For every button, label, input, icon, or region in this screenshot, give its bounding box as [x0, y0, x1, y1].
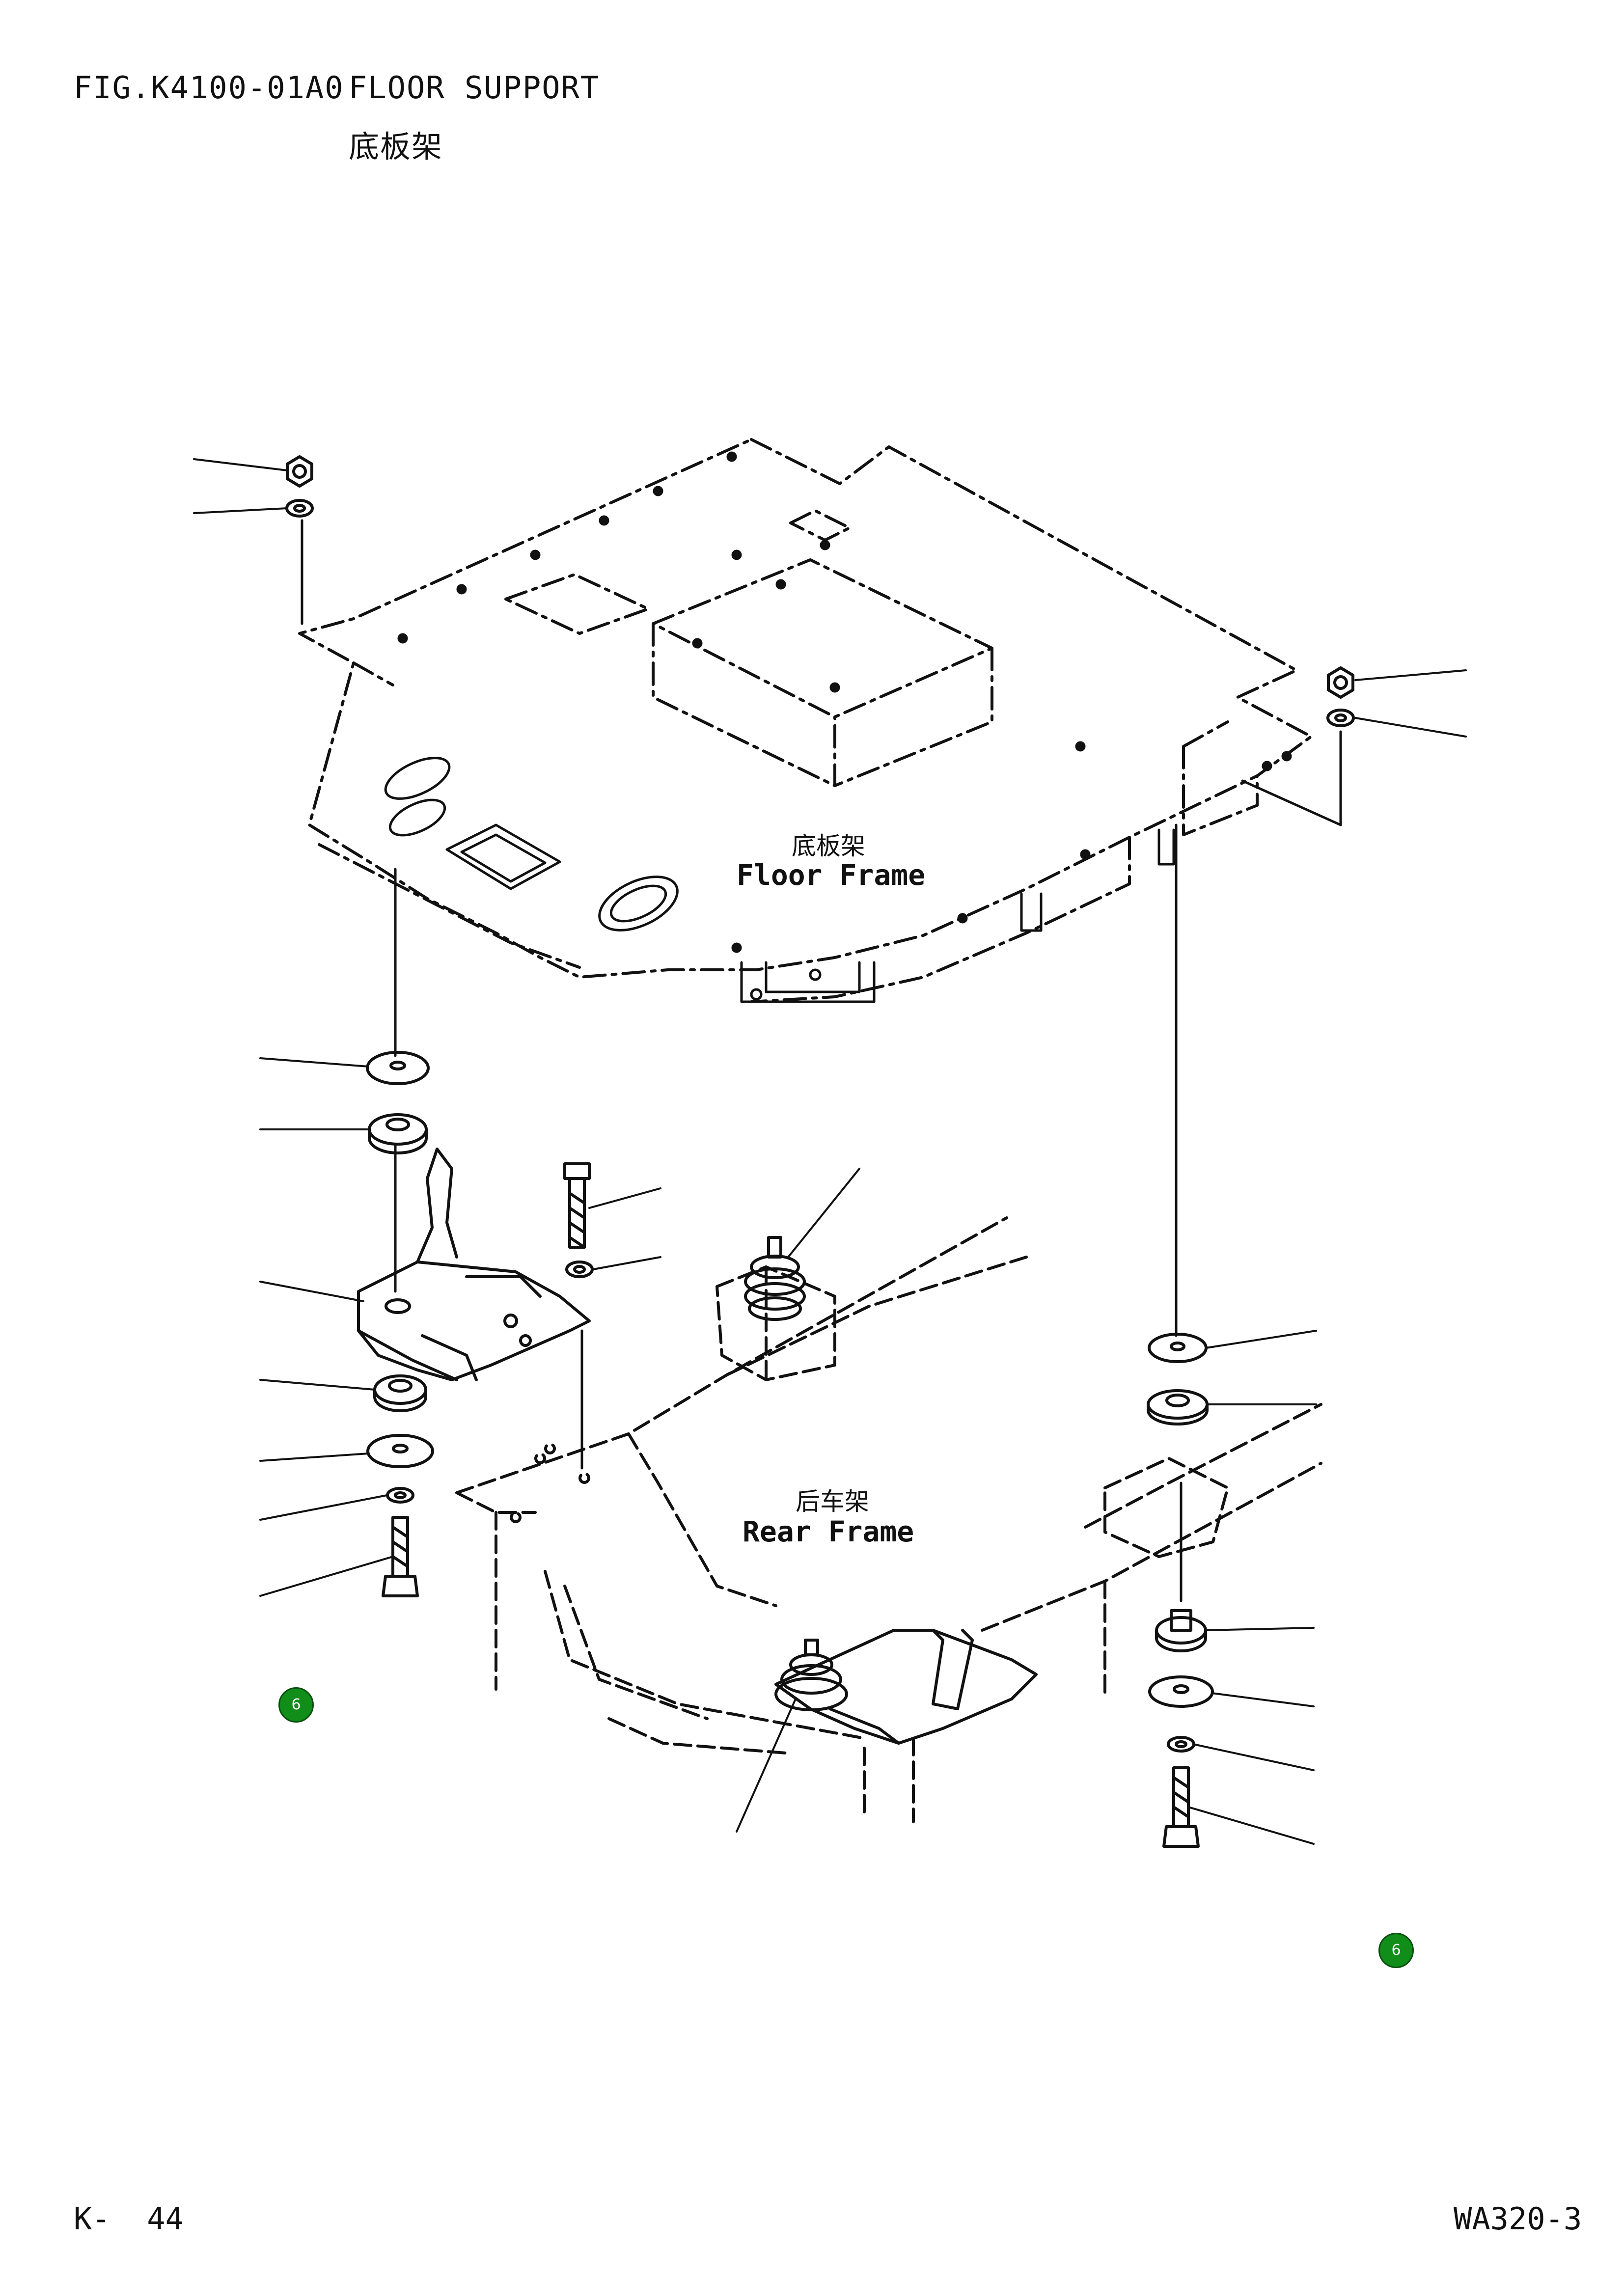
- rubber-mount-bottom-center: [774, 1639, 848, 1711]
- part-marker-2[interactable]: 6: [1378, 1933, 1414, 1968]
- page-number: K- 44: [74, 2201, 184, 2237]
- washer-left-1: [366, 1051, 430, 1085]
- rear-frame-label: Rear Frame: [743, 1515, 914, 1548]
- figure-title-cn: 底板架: [349, 129, 443, 164]
- bracket-bottom-center: [774, 1629, 1038, 1745]
- bolt-lower-left: [382, 1516, 419, 1597]
- cushion-washer-left: [368, 1113, 428, 1154]
- model-number: WA320-3: [1454, 2201, 1582, 2237]
- figure-title: FLOOR SUPPORT: [349, 70, 600, 106]
- rear-frame-drawing: [455, 1216, 1322, 1823]
- washer-right-lower: [1148, 1675, 1214, 1708]
- washer-lower-left: [366, 1434, 434, 1468]
- bolt-right-lower: [1162, 1766, 1200, 1848]
- bracket-left: [357, 1148, 591, 1381]
- rear-frame-label-cn: 后车架: [796, 1487, 869, 1516]
- washer-right-1: [1148, 1333, 1208, 1363]
- assembly-center-lines: [301, 519, 1342, 1602]
- leader-lines: [193, 458, 1467, 1845]
- spring-washer-right-lower: [1167, 1736, 1195, 1753]
- rubber-mount-center: [744, 1236, 806, 1321]
- spring-washer-lower-left: [386, 1487, 414, 1504]
- floor-frame-label-cn: 底板架: [792, 832, 865, 860]
- nut-top-right: [1327, 666, 1354, 699]
- nut-right-lower: [1155, 1609, 1207, 1652]
- washer-top-right: [1326, 709, 1355, 727]
- figure-number: FIG.K4100-01A0: [74, 70, 344, 106]
- cushion-lower-left: [373, 1374, 427, 1412]
- floor-frame-label: Floor Frame: [737, 858, 926, 892]
- part-marker-1[interactable]: 6: [278, 1687, 314, 1723]
- bolt-center-left: [563, 1162, 591, 1249]
- washer-center-left: [565, 1261, 594, 1278]
- nut-top-left: [286, 455, 313, 488]
- washer-top-left: [285, 499, 314, 518]
- floor-frame-drawing: [298, 438, 1313, 1003]
- floor-frame-details: [384, 451, 1292, 1003]
- cushion-washer-right: [1147, 1389, 1209, 1425]
